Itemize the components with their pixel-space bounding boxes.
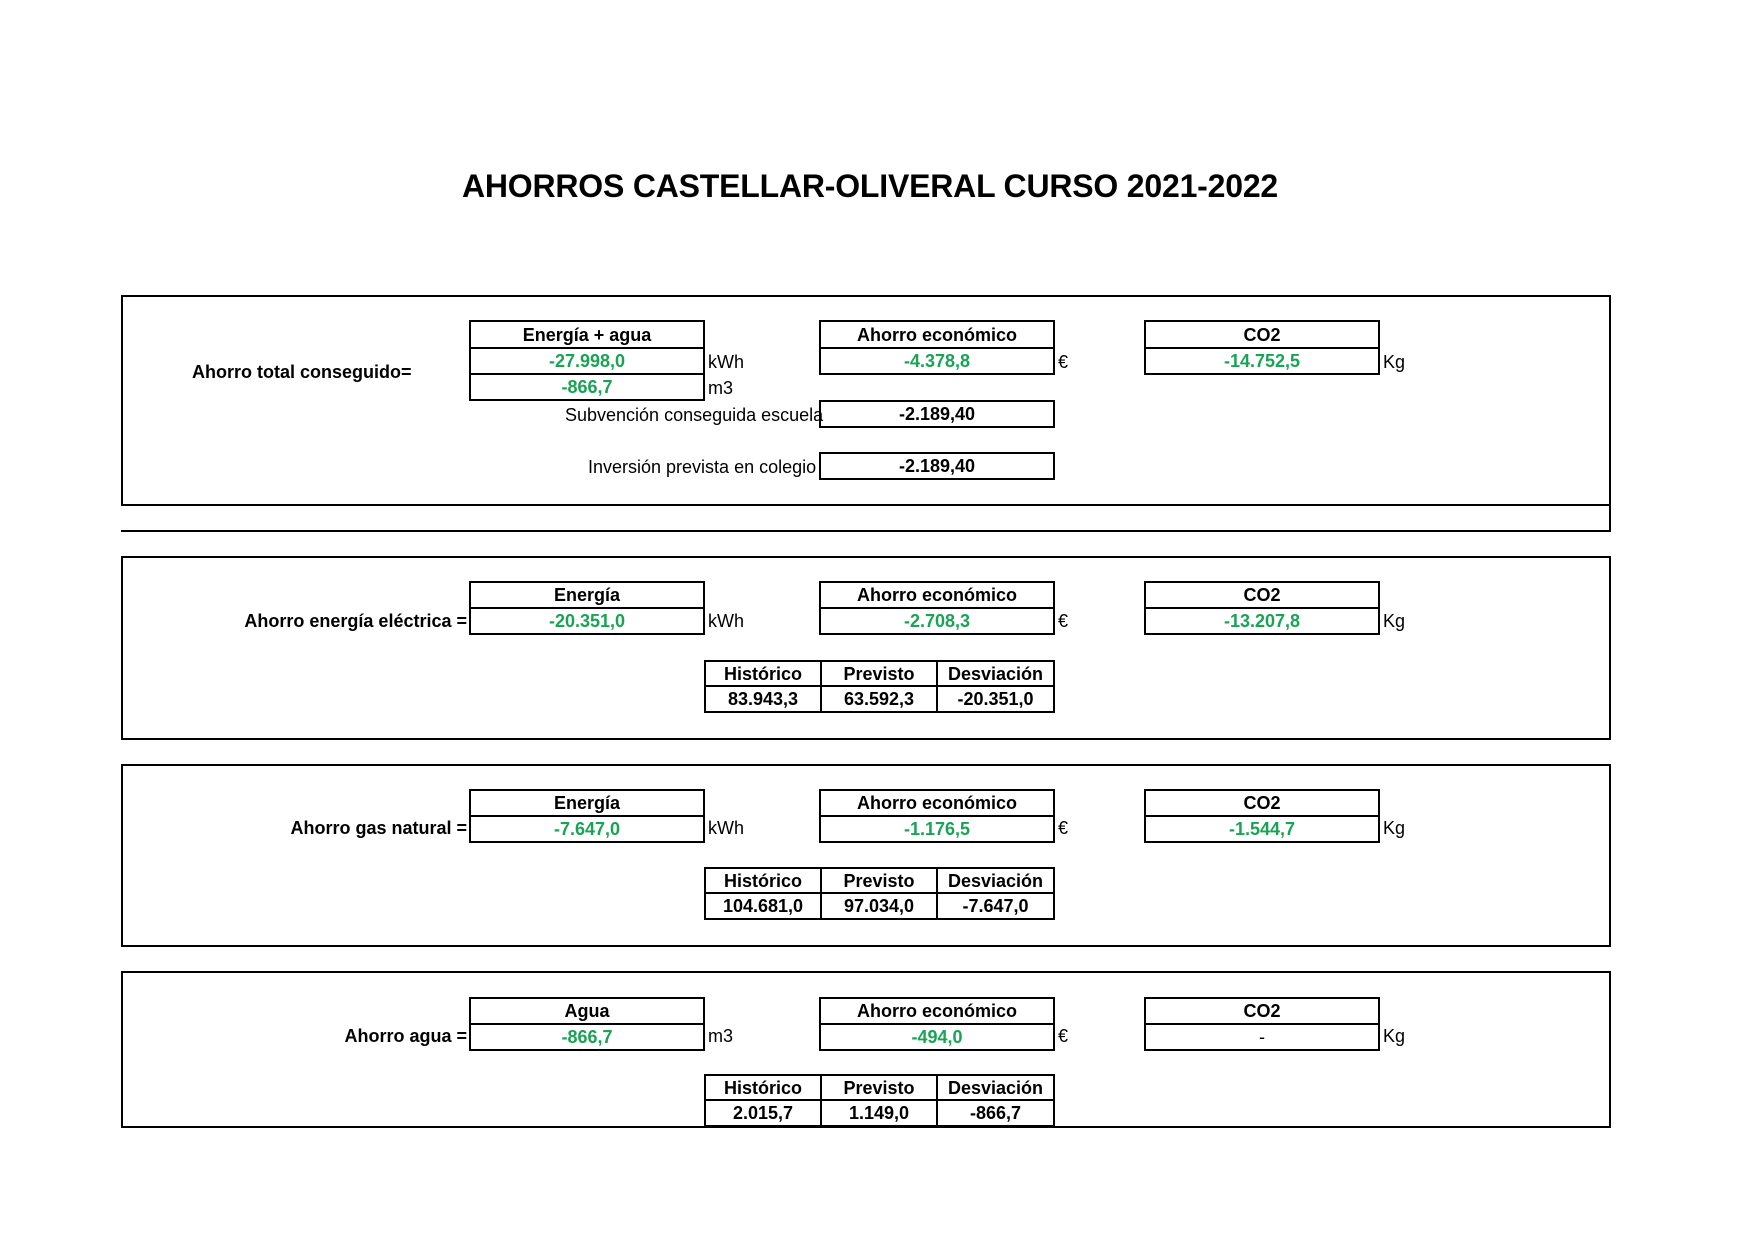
electric-savings-label: Ahorro energía eléctrica = xyxy=(244,611,467,631)
water-econ-unit: € xyxy=(1058,1026,1069,1046)
electric-deviation-header: Desviación xyxy=(936,660,1055,687)
gas-co2-header: CO2 xyxy=(1144,789,1380,817)
electric-historic-header: Histórico xyxy=(704,660,822,687)
water-savings-label: Ahorro agua = xyxy=(344,1026,467,1046)
electric-savings-panel xyxy=(121,556,1611,740)
gas-planned-header: Previsto xyxy=(820,867,938,894)
gas-historic-value: 104.681,0 xyxy=(704,892,822,920)
electric-econ-unit: € xyxy=(1058,611,1069,631)
gas-savings-label: Ahorro gas natural = xyxy=(290,818,467,838)
water-co2-value: - xyxy=(1144,1023,1380,1051)
total-econ-unit: € xyxy=(1058,352,1069,372)
water-historic-value: 2.015,7 xyxy=(704,1099,822,1127)
page-title: AHORROS CASTELLAR-OLIVERAL CURSO 2021-20… xyxy=(461,168,1279,204)
water-econ-header: Ahorro económico xyxy=(819,997,1055,1025)
electric-historic-value: 83.943,3 xyxy=(704,685,822,713)
water-co2-header: CO2 xyxy=(1144,997,1380,1025)
total-panel-lower-right-border xyxy=(1609,505,1611,532)
gas-econ-unit: € xyxy=(1058,818,1069,838)
electric-planned-header: Previsto xyxy=(820,660,938,687)
gas-co2-value: -1.544,7 xyxy=(1144,815,1380,843)
total-savings-panel xyxy=(121,295,1611,506)
total-energy-header: Energía + agua xyxy=(469,320,705,349)
total-co2-header: CO2 xyxy=(1144,320,1380,349)
total-energy-unit: kWh xyxy=(708,352,744,372)
gas-deviation-header: Desviación xyxy=(936,867,1055,894)
water-unit: m3 xyxy=(708,1026,734,1046)
electric-co2-value: -13.207,8 xyxy=(1144,607,1380,635)
subsidy-value: -2.189,40 xyxy=(819,400,1055,428)
total-co2-value: -14.752,5 xyxy=(1144,347,1380,375)
total-water-value: -866,7 xyxy=(469,373,705,401)
electric-energy-unit: kWh xyxy=(708,611,744,631)
total-econ-header: Ahorro económico xyxy=(819,320,1055,349)
electric-econ-header: Ahorro económico xyxy=(819,581,1055,609)
electric-energy-value: -20.351,0 xyxy=(469,607,705,635)
gas-energy-unit: kWh xyxy=(708,818,744,838)
water-co2-unit: Kg xyxy=(1383,1026,1406,1046)
water-value: -866,7 xyxy=(469,1023,705,1051)
total-panel-lower-divider xyxy=(121,530,1611,532)
investment-value: -2.189,40 xyxy=(819,452,1055,480)
total-econ-value: -4.378,8 xyxy=(819,347,1055,375)
gas-planned-value: 97.034,0 xyxy=(820,892,938,920)
gas-econ-header: Ahorro económico xyxy=(819,789,1055,817)
electric-energy-header: Energía xyxy=(469,581,705,609)
water-planned-header: Previsto xyxy=(820,1074,938,1101)
water-historic-header: Histórico xyxy=(704,1074,822,1101)
gas-historic-header: Histórico xyxy=(704,867,822,894)
water-deviation-value: -866,7 xyxy=(936,1099,1055,1127)
total-energy-value: -27.998,0 xyxy=(469,347,705,375)
total-savings-label: Ahorro total conseguido= xyxy=(192,362,412,382)
gas-co2-unit: Kg xyxy=(1383,818,1406,838)
gas-savings-panel xyxy=(121,764,1611,947)
water-econ-value: -494,0 xyxy=(819,1023,1055,1051)
gas-deviation-value: -7.647,0 xyxy=(936,892,1055,920)
gas-econ-value: -1.176,5 xyxy=(819,815,1055,843)
water-planned-value: 1.149,0 xyxy=(820,1099,938,1127)
electric-planned-value: 63.592,3 xyxy=(820,685,938,713)
electric-econ-value: -2.708,3 xyxy=(819,607,1055,635)
water-deviation-header: Desviación xyxy=(936,1074,1055,1101)
gas-energy-header: Energía xyxy=(469,789,705,817)
water-header: Agua xyxy=(469,997,705,1025)
electric-co2-header: CO2 xyxy=(1144,581,1380,609)
electric-co2-unit: Kg xyxy=(1383,611,1406,631)
water-savings-panel xyxy=(121,971,1611,1128)
gas-energy-value: -7.647,0 xyxy=(469,815,705,843)
subsidy-label: Subvención conseguida escuela xyxy=(565,405,824,425)
total-water-unit: m3 xyxy=(708,378,734,398)
electric-deviation-value: -20.351,0 xyxy=(936,685,1055,713)
total-co2-unit: Kg xyxy=(1383,352,1406,372)
investment-label: Inversión prevista en colegio xyxy=(588,457,817,477)
